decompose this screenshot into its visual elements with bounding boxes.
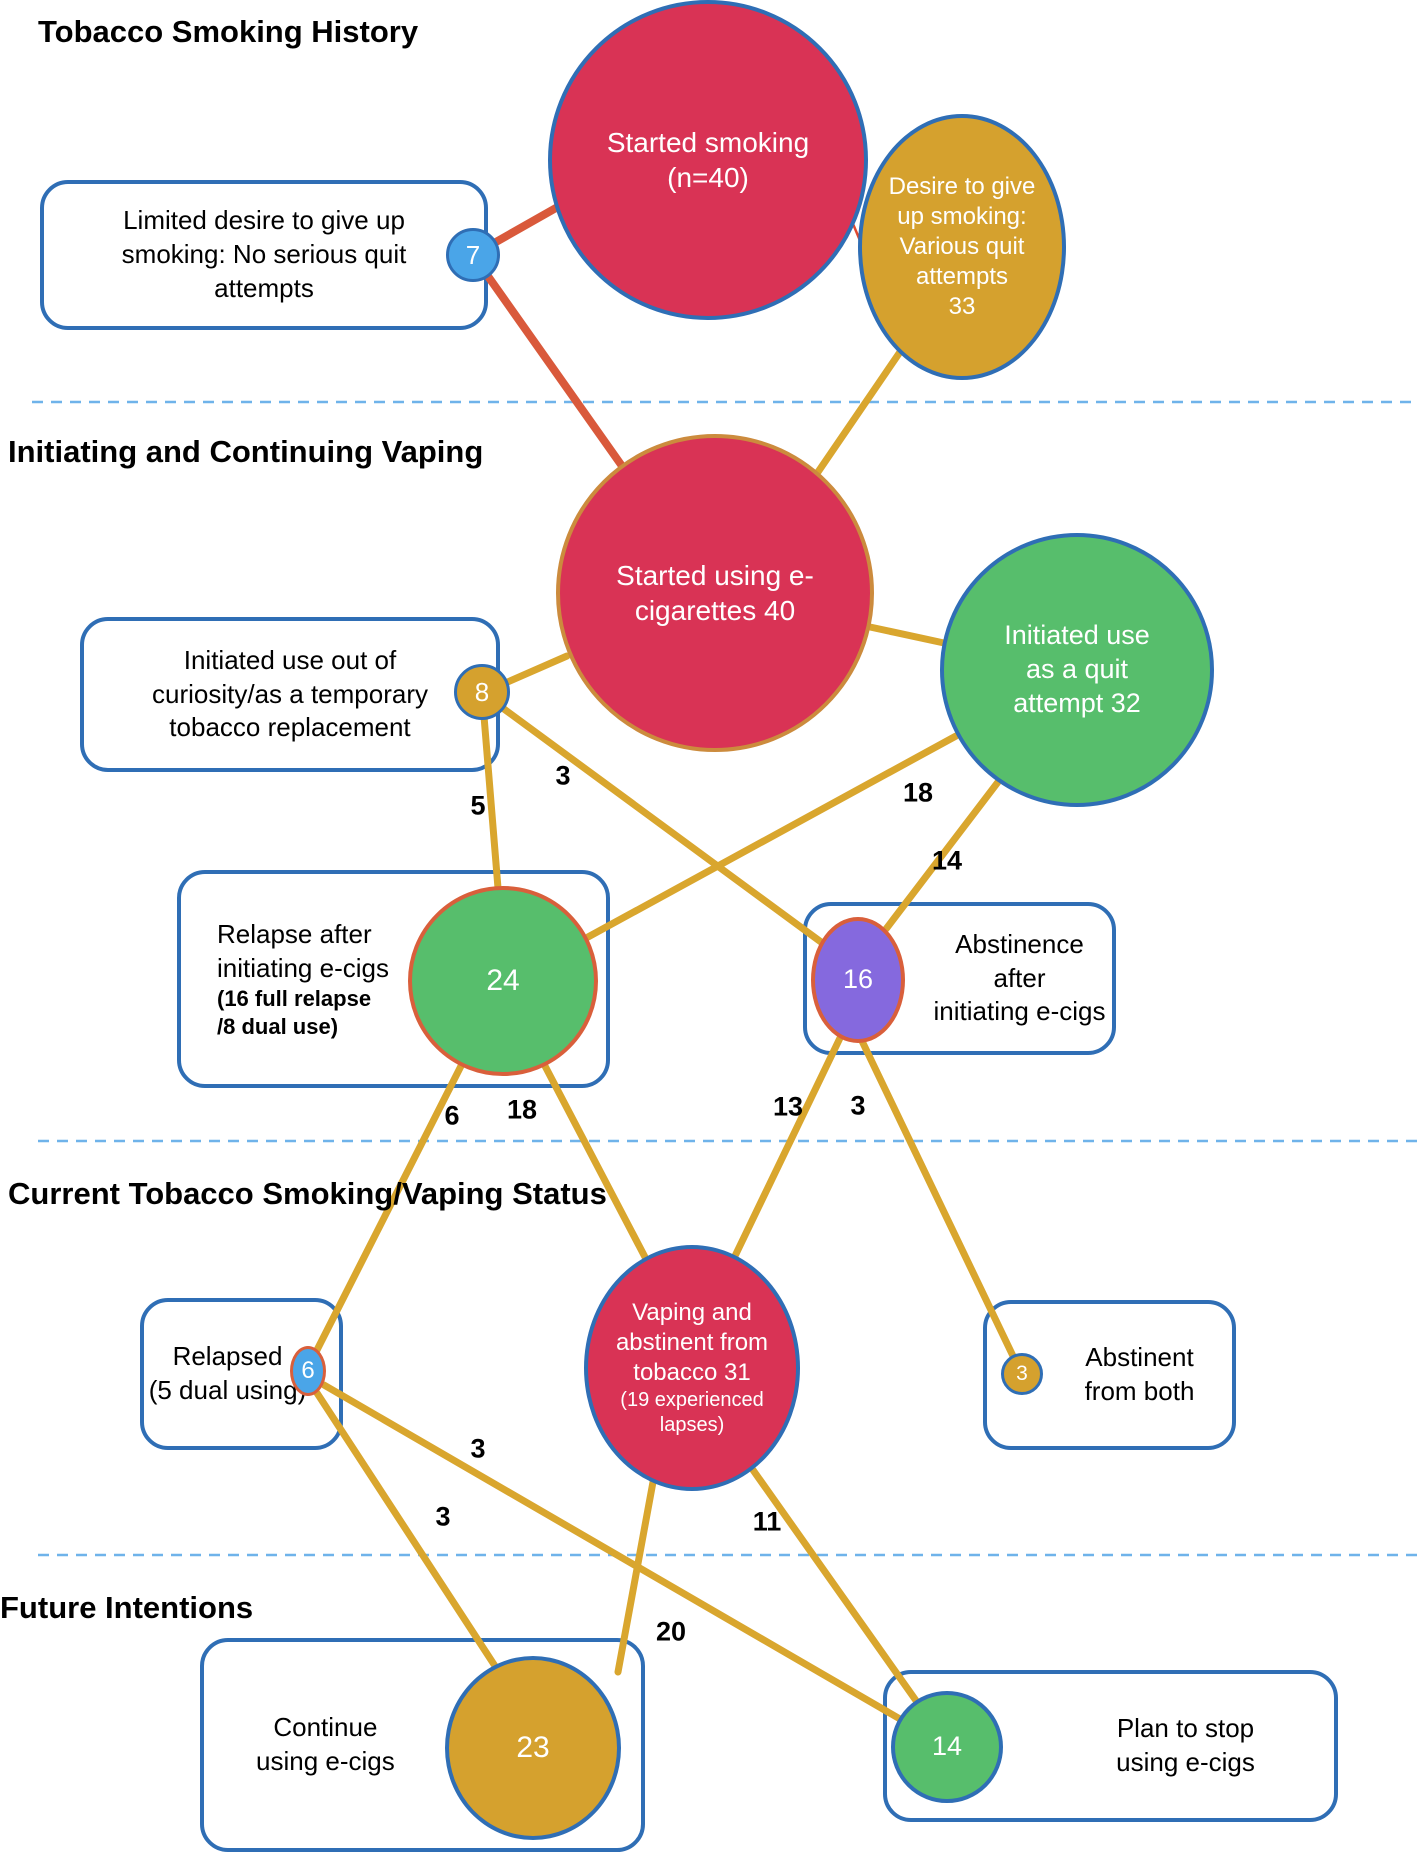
edge-vaping-abstinent-to-plan-stop: [749, 1466, 921, 1706]
edge-abstinence-to-abstinent-both: [858, 1037, 1017, 1360]
edge-label-abstinence-to-abstinent-both: 3: [850, 1090, 866, 1121]
edge-quit-attempt-to-relapse: [584, 732, 960, 941]
edge-curiosity-to-abstinence: [500, 705, 825, 946]
relapse-label: Relapse after initiating e-cigs: [217, 918, 389, 983]
edge-label-abstinence-to-vaping-abstinent: 13: [772, 1091, 804, 1122]
node-started-smoking-circle: Started smoking (n=40): [548, 0, 868, 320]
curiosity-label: Initiated use out of curiosity/as a temp…: [152, 644, 428, 743]
section-heading-tobacco-smoking-history: Tobacco Smoking History: [38, 14, 419, 49]
node-vaping-abstinent-circle: Vaping and abstinent from tobacco 31 (19…: [584, 1245, 800, 1491]
relapse-sublabel: (16 full relapse /8 dual use): [217, 986, 372, 1039]
initiated-quit-label: Initiated use as a quit attempt 32: [1004, 620, 1150, 718]
node-curiosity-box: Initiated use out of curiosity/as a temp…: [80, 617, 500, 772]
continue-ecigs-label: Continue using e-cigs: [256, 1712, 395, 1776]
count-circle-curiosity: 8: [454, 664, 510, 720]
edge-relapse-to-vaping-abstinent: [541, 1062, 650, 1263]
section-heading-current-status: Current Tobacco Smoking/Vaping Status: [8, 1176, 607, 1211]
node-desire-quit-circle: Desire to give up smoking: Various quit …: [858, 114, 1066, 380]
started-smoking-label: Started smoking (n=40): [606, 127, 810, 193]
count-circle-plan-stop: 14: [891, 1691, 1003, 1803]
edge-relapsed-to-continue: [313, 1389, 499, 1670]
count-circle-relapsed: 6: [290, 1346, 326, 1396]
edge-relapsed-to-plan-stop: [320, 1381, 904, 1723]
edge-label-relapsed-to-continue: 3: [435, 1501, 451, 1532]
edge-label-relapse-to-relapsed: 6: [444, 1100, 460, 1131]
edge-quit-attempt-to-abstinence: [882, 778, 1002, 933]
edge-label-quit-attempt-to-relapse: 18: [902, 777, 934, 808]
edge-abstinence-to-vaping-abstinent: [731, 1034, 844, 1260]
abstinent-both-label: Abstinent from both: [1084, 1342, 1195, 1406]
section-heading-future-intentions: Future Intentions: [0, 1590, 254, 1625]
vaping-abstinent-label: Vaping and abstinent from tobacco 31: [615, 1299, 769, 1386]
section-heading-initiating-vaping: Initiating and Continuing Vaping: [8, 434, 484, 469]
count-circle-limited-desire: 7: [446, 228, 500, 282]
abstinence-label: Abstinence after initiating e-cigs: [933, 928, 1106, 1027]
plan-stop-label: Plan to stop using e-cigs: [1116, 1713, 1255, 1777]
node-initiated-quit-circle: Initiated use as a quit attempt 32: [940, 533, 1214, 807]
relapsed-label: Relapsed (5 dual using): [148, 1341, 307, 1405]
edge-label-curiosity-to-relapse: 5: [470, 790, 486, 821]
desire-quit-label: Desire to give up smoking: Various quit …: [888, 173, 1036, 320]
count-circle-abstinent-both: 3: [1001, 1353, 1043, 1395]
node-started-ecig-circle: Started using e- cigarettes 40: [556, 434, 874, 752]
edge-desire-quit-to-started-ecig: [814, 348, 904, 476]
vaping-abstinent-sublabel: (19 experienced lapses): [620, 1389, 764, 1436]
started-ecig-label: Started using e- cigarettes 40: [616, 560, 814, 626]
edge-label-relapsed-to-plan-stop: 3: [470, 1433, 486, 1464]
edge-limited-desire-to-started-ecig: [469, 251, 626, 470]
edge-label-relapse-to-vaping-abstinent: 18: [506, 1094, 538, 1125]
count-circle-relapse: 24: [408, 886, 598, 1076]
edge-label-quit-attempt-to-abstinence: 14: [931, 845, 963, 876]
edge-vaping-abstinent-to-continue: [614, 1478, 657, 1676]
edge-started-ecig-to-quit-attempt: [866, 623, 948, 647]
limited-desire-label: Limited desire to give up smoking: No se…: [121, 205, 407, 303]
edge-label-vaping-abstinent-to-continue: 20: [655, 1616, 687, 1647]
edge-relapse-to-relapsed: [313, 1062, 465, 1354]
node-relapsed-box: Relapsed (5 dual using): [140, 1298, 343, 1450]
edge-curiosity-to-relapse: [479, 700, 502, 892]
edge-label-vaping-abstinent-to-plan-stop: 11: [752, 1506, 782, 1537]
edge-label-curiosity-to-abstinence: 3: [555, 760, 571, 791]
node-limited-desire-box: Limited desire to give up smoking: No se…: [40, 180, 488, 330]
count-circle-continue: 23: [445, 1656, 621, 1840]
count-circle-abstinence: 16: [811, 917, 905, 1043]
